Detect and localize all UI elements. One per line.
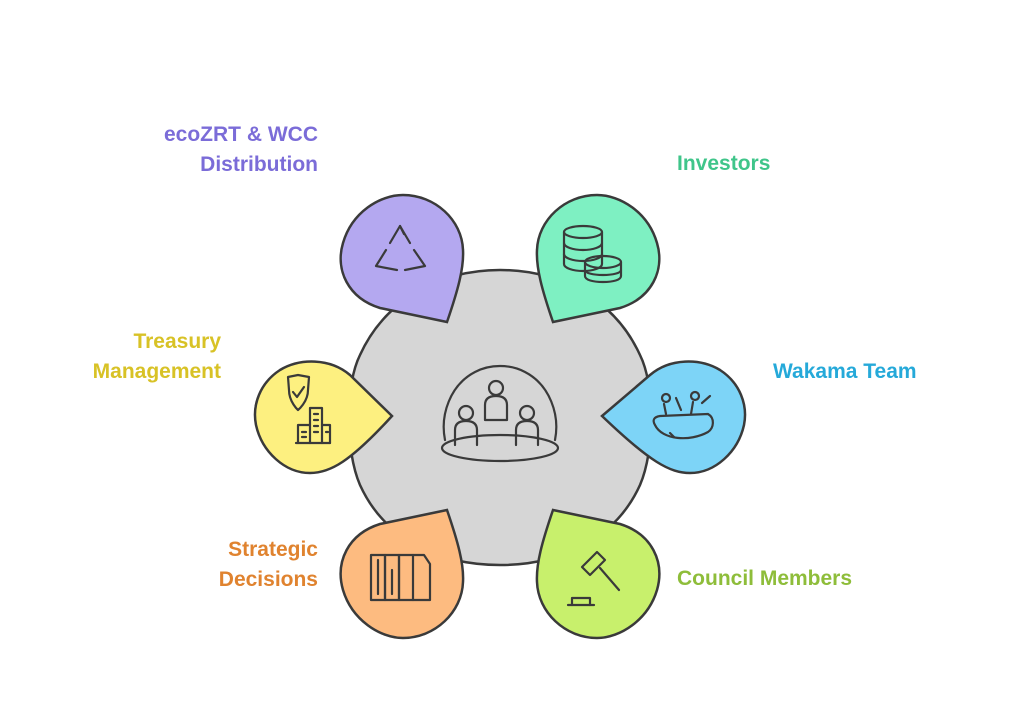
label-treasury: Treasury Management [93, 327, 221, 387]
petal-strategic [339, 508, 465, 640]
petal-council [535, 508, 661, 640]
coins-stack-icon [562, 224, 623, 284]
community-group-icon [440, 364, 560, 463]
label-treasury-line-1: Treasury [133, 330, 221, 353]
shield-building-icon [286, 373, 332, 445]
recycle-icon [374, 224, 427, 272]
team-boat-icon [652, 390, 714, 440]
label-distribution-line-1: ecoZRT & WCC [164, 123, 318, 146]
label-wakama-line-1: Wakama Team [773, 360, 917, 383]
petal-wakama [600, 360, 747, 475]
label-strategic: Strategic Decisions [219, 535, 318, 595]
center-hub [347, 268, 653, 567]
label-investors: Investors [677, 149, 770, 179]
gavel-icon [566, 550, 621, 607]
label-wakama: Wakama Team [773, 357, 917, 387]
label-treasury-line-2: Management [92, 360, 221, 383]
petal-distribution [339, 193, 465, 324]
label-investors-line-1: Investors [677, 152, 771, 175]
label-distribution: ecoZRT & WCC Distribution [164, 120, 318, 180]
label-strategic-line-1: Strategic [228, 538, 318, 561]
label-strategic-line-2: Decisions [218, 568, 318, 591]
label-council: Council Members [677, 564, 852, 594]
label-distribution-line-2: Distribution [200, 153, 318, 176]
label-council-line-1: Council Members [677, 567, 853, 590]
pillars-icon [369, 553, 432, 602]
